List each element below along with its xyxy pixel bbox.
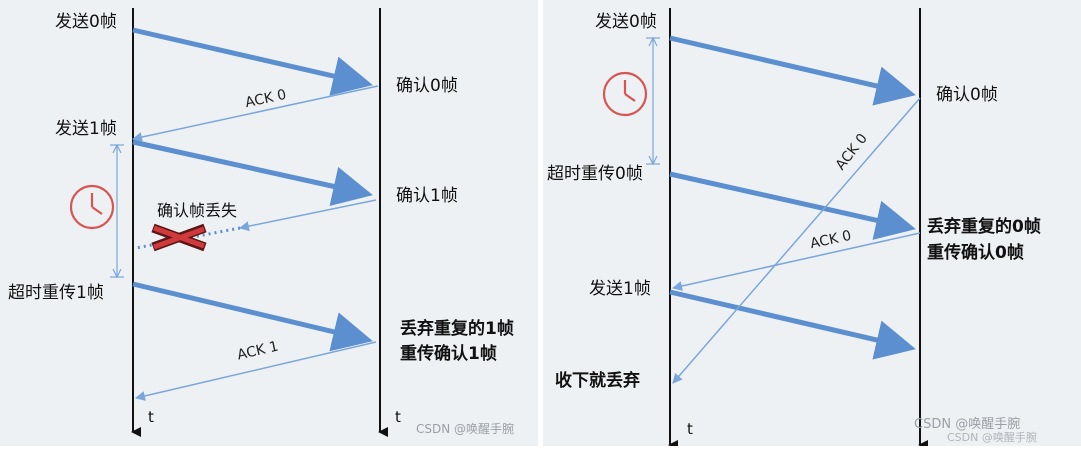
lost-cross-icon [151, 223, 207, 252]
left-timeout-retransmit1: 超时重传1帧 [8, 283, 104, 303]
frame0-arrow [132, 27, 373, 96]
left-confirm-frame0: 确认0帧 [396, 76, 458, 96]
right-send-frame1: 发送1帧 [589, 279, 651, 299]
ack0-resend-arrow [672, 232, 921, 291]
ack0-arrow [132, 85, 379, 142]
right-watermark: CSDN @唤醒手腕 [914, 417, 1021, 432]
frame0-arrow [669, 35, 916, 106]
left-resend-ack1: 重传确认1帧 [400, 344, 497, 364]
right-discard-dup0: 丢弃重复的0帧 [927, 217, 1041, 237]
frame1-retransmit-arrow [132, 281, 373, 352]
frame0-retransmit-arrow [669, 171, 916, 240]
clock-icon [602, 71, 648, 117]
left-lost-label: 确认帧丢失 [157, 201, 238, 220]
right-send-frame0: 发送0帧 [595, 12, 657, 32]
left-diagram-svg [69, 8, 388, 437]
right-diagram-svg [602, 8, 928, 446]
left-panel: 发送0帧 发送1帧 超时重传1帧 确认0帧 确认1帧 丢弃重复的1帧 重传确认1… [0, 0, 538, 446]
right-sender-time-label: t [687, 420, 693, 438]
right-panel: 发送0帧 超时重传0帧 发送1帧 收下就丢弃 确认0帧 丢弃重复的0帧 重传确认… [543, 0, 1081, 446]
left-send-frame1: 发送1帧 [55, 119, 117, 139]
left-send-frame0: 发送0帧 [55, 12, 117, 32]
right-timeout-retransmit0: 超时重传0帧 [547, 164, 643, 184]
left-watermark: CSDN @唤醒手腕 [416, 422, 515, 436]
clock-icon [69, 184, 115, 230]
left-discard-dup1: 丢弃重复的1帧 [400, 319, 514, 339]
timeout-bracket [110, 143, 124, 279]
left-receiver-time-label: t [395, 408, 401, 426]
left-sender-time-label: t [148, 408, 154, 426]
right-confirm-frame0: 确认0帧 [936, 85, 998, 105]
right-receive-discard: 收下就丢弃 [555, 371, 640, 391]
left-confirm-frame1: 确认1帧 [396, 186, 458, 206]
ack1-arrow [135, 341, 377, 401]
frame1-arrow [669, 289, 916, 360]
frame1-arrow [132, 139, 373, 206]
ack1-lost-arrow [239, 199, 377, 232]
right-resend-ack0: 重传确认0帧 [927, 243, 1024, 263]
ack0-delayed-arrow [672, 97, 921, 384]
right-watermark-secondary: CSDN @唤醒手腕 [947, 431, 1037, 444]
timeout-bracket [646, 36, 660, 166]
